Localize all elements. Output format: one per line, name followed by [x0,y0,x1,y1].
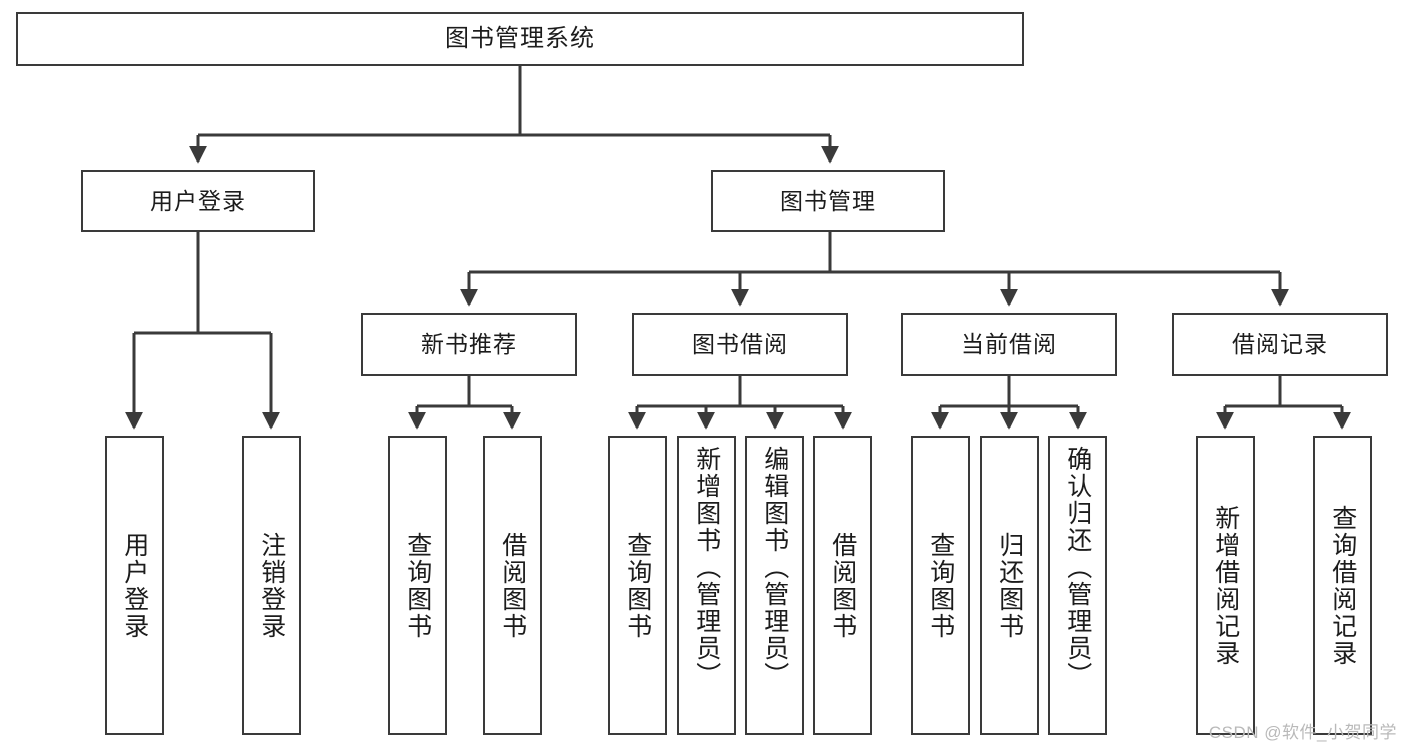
leaf-label: 确认归还（管理员） [1063,446,1092,689]
leaf-current-return-book[interactable]: 归还图书 [980,436,1039,735]
leaf-label: 借阅图书 [828,531,857,640]
leaf-label: 查询图书 [403,531,432,640]
leaf-user-login-login[interactable]: 用户登录 [105,436,164,735]
node-book-management[interactable]: 图书管理 [711,170,945,232]
node-user-login[interactable]: 用户登录 [81,170,315,232]
leaf-current-query-book[interactable]: 查询图书 [911,436,970,735]
leaf-label: 注销登录 [257,531,286,640]
leaf-label: 查询借阅记录 [1328,504,1357,667]
leaf-label: 归还图书 [995,531,1024,640]
leaf-borrow-add-book-admin[interactable]: 新增图书（管理员） [677,436,736,735]
leaf-records-add-record[interactable]: 新增借阅记录 [1196,436,1255,735]
leaf-label: 编辑图书（管理员） [760,446,789,689]
leaf-records-query-record[interactable]: 查询借阅记录 [1313,436,1372,735]
leaf-borrow-query-book[interactable]: 查询图书 [608,436,667,735]
leaf-label: 查询图书 [926,531,955,640]
node-current-borrow[interactable]: 当前借阅 [901,313,1117,376]
leaf-current-confirm-return-admin[interactable]: 确认归还（管理员） [1048,436,1107,735]
node-root-system[interactable]: 图书管理系统 [16,12,1024,66]
leaf-new-book-query[interactable]: 查询图书 [388,436,447,735]
node-borrow-records[interactable]: 借阅记录 [1172,313,1388,376]
node-book-borrow[interactable]: 图书借阅 [632,313,848,376]
leaf-label: 借阅图书 [498,531,527,640]
leaf-borrow-edit-book-admin[interactable]: 编辑图书（管理员） [745,436,804,735]
leaf-label: 用户登录 [120,531,149,640]
leaf-new-book-borrow[interactable]: 借阅图书 [483,436,542,735]
leaf-label: 新增图书（管理员） [692,446,721,689]
leaf-label: 查询图书 [623,531,652,640]
leaf-user-login-logout[interactable]: 注销登录 [242,436,301,735]
node-new-book-recommendation[interactable]: 新书推荐 [361,313,577,376]
leaf-borrow-borrow-book[interactable]: 借阅图书 [813,436,872,735]
leaf-label: 新增借阅记录 [1211,504,1240,667]
